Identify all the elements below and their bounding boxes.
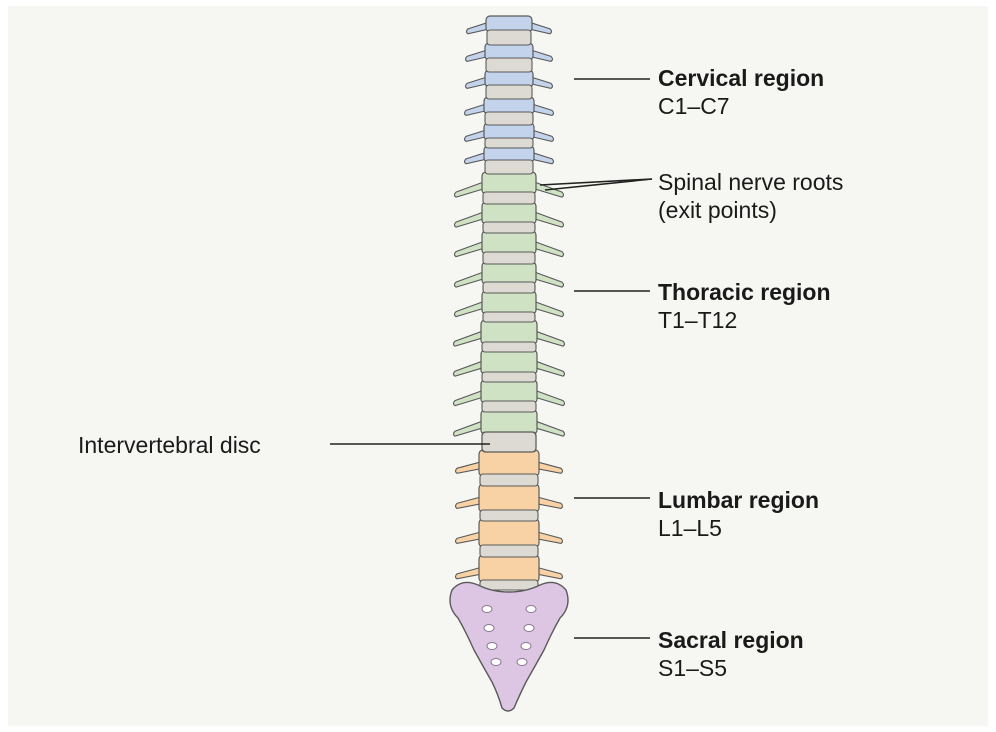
intervertebral-disc: [480, 545, 538, 557]
nerve-root-right: [532, 241, 564, 257]
thoracic-vertebra: [482, 202, 536, 224]
intervertebral-disc-label: Intervertebral disc: [78, 431, 261, 459]
lumbar-region-label: Lumbar region L1–L5: [658, 486, 819, 542]
thoracic-vertebra: [482, 172, 536, 194]
intervertebral-disc: [487, 30, 531, 45]
lumbar-vertebra: [479, 519, 539, 547]
nerve-root-right: [532, 271, 564, 287]
intervertebral-disc: [483, 252, 535, 264]
vertebral-column: [479, 16, 539, 582]
thoracic-vertebra: [481, 380, 537, 403]
intervertebral-disc: [483, 282, 535, 293]
sacral-range: S1–S5: [658, 654, 804, 682]
thoracic-vertebra: [482, 231, 536, 254]
intervertebral-disc: [482, 372, 536, 382]
nerve-root-right: [532, 211, 564, 227]
thoracic-range: T1–T12: [658, 306, 831, 334]
nerve-root-right: [533, 330, 565, 346]
lumbar-vertebra: [479, 450, 539, 476]
intervertebral-disc: [485, 112, 533, 125]
sacral-foramen: [484, 625, 494, 632]
thoracic-title: Thoracic region: [658, 278, 831, 306]
intervertebral-disc: [480, 474, 538, 486]
nerve-label-line2: (exit points): [658, 196, 843, 224]
nerve-label-line1: Spinal nerve roots: [658, 168, 843, 196]
intervertebral-disc: [483, 312, 535, 322]
thoracic-vertebra: [481, 320, 537, 344]
intervertebral-disc-highlight: [482, 432, 536, 452]
thoracic-region-label: Thoracic region T1–T12: [658, 278, 831, 334]
nerve-root-right: [533, 420, 565, 436]
sacral-foramen: [491, 659, 501, 666]
sacrum: [450, 582, 568, 711]
intervertebral-disc: [485, 138, 533, 148]
nerve-root-right: [533, 360, 565, 376]
disc-label-text: Intervertebral disc: [78, 431, 261, 459]
thoracic-vertebra: [481, 410, 537, 434]
intervertebral-disc: [485, 160, 533, 174]
thoracic-vertebra: [482, 291, 536, 314]
thoracic-vertebra: [482, 262, 536, 284]
lumbar-range: L1–L5: [658, 514, 819, 542]
thoracic-vertebra: [481, 350, 537, 374]
intervertebral-disc: [483, 222, 535, 233]
nerve-root-left: [455, 301, 487, 317]
intervertebral-disc: [482, 342, 536, 352]
nerve-root-left: [455, 211, 487, 227]
nerve-roots-label: Spinal nerve roots (exit points): [658, 168, 843, 224]
nerve-root-right: [533, 390, 565, 406]
sacral-region-label: Sacral region S1–S5: [658, 626, 804, 682]
sacral-foramen: [526, 606, 536, 613]
nerve-root-left: [454, 330, 486, 346]
intervertebral-disc: [486, 85, 532, 99]
nerve-root-left: [454, 360, 486, 376]
nerve-root-left: [455, 181, 487, 197]
intervertebral-disc: [483, 192, 535, 204]
sacral-foramen: [521, 643, 531, 650]
nerve-root-left: [454, 420, 486, 436]
lumbar-vertebra: [479, 555, 539, 582]
sacral-foramen: [524, 625, 534, 632]
sacral-title: Sacral region: [658, 626, 804, 654]
sacral-foramen: [487, 643, 497, 650]
lumbar-title: Lumbar region: [658, 486, 819, 514]
cervical-range: C1–C7: [658, 92, 824, 120]
lumbar-vertebra: [479, 484, 539, 512]
cervical-title: Cervical region: [658, 64, 824, 92]
nerve-root-left: [454, 390, 486, 406]
intervertebral-disc: [486, 58, 532, 72]
nerve-root-left: [455, 271, 487, 287]
intervertebral-disc: [480, 510, 538, 521]
sacral-foramen: [482, 606, 492, 613]
sacral-foramen: [517, 659, 527, 666]
intervertebral-disc: [482, 401, 536, 412]
nerve-root-left: [455, 241, 487, 257]
nerve-root-right: [532, 301, 564, 317]
cervical-region-label: Cervical region C1–C7: [658, 64, 824, 120]
